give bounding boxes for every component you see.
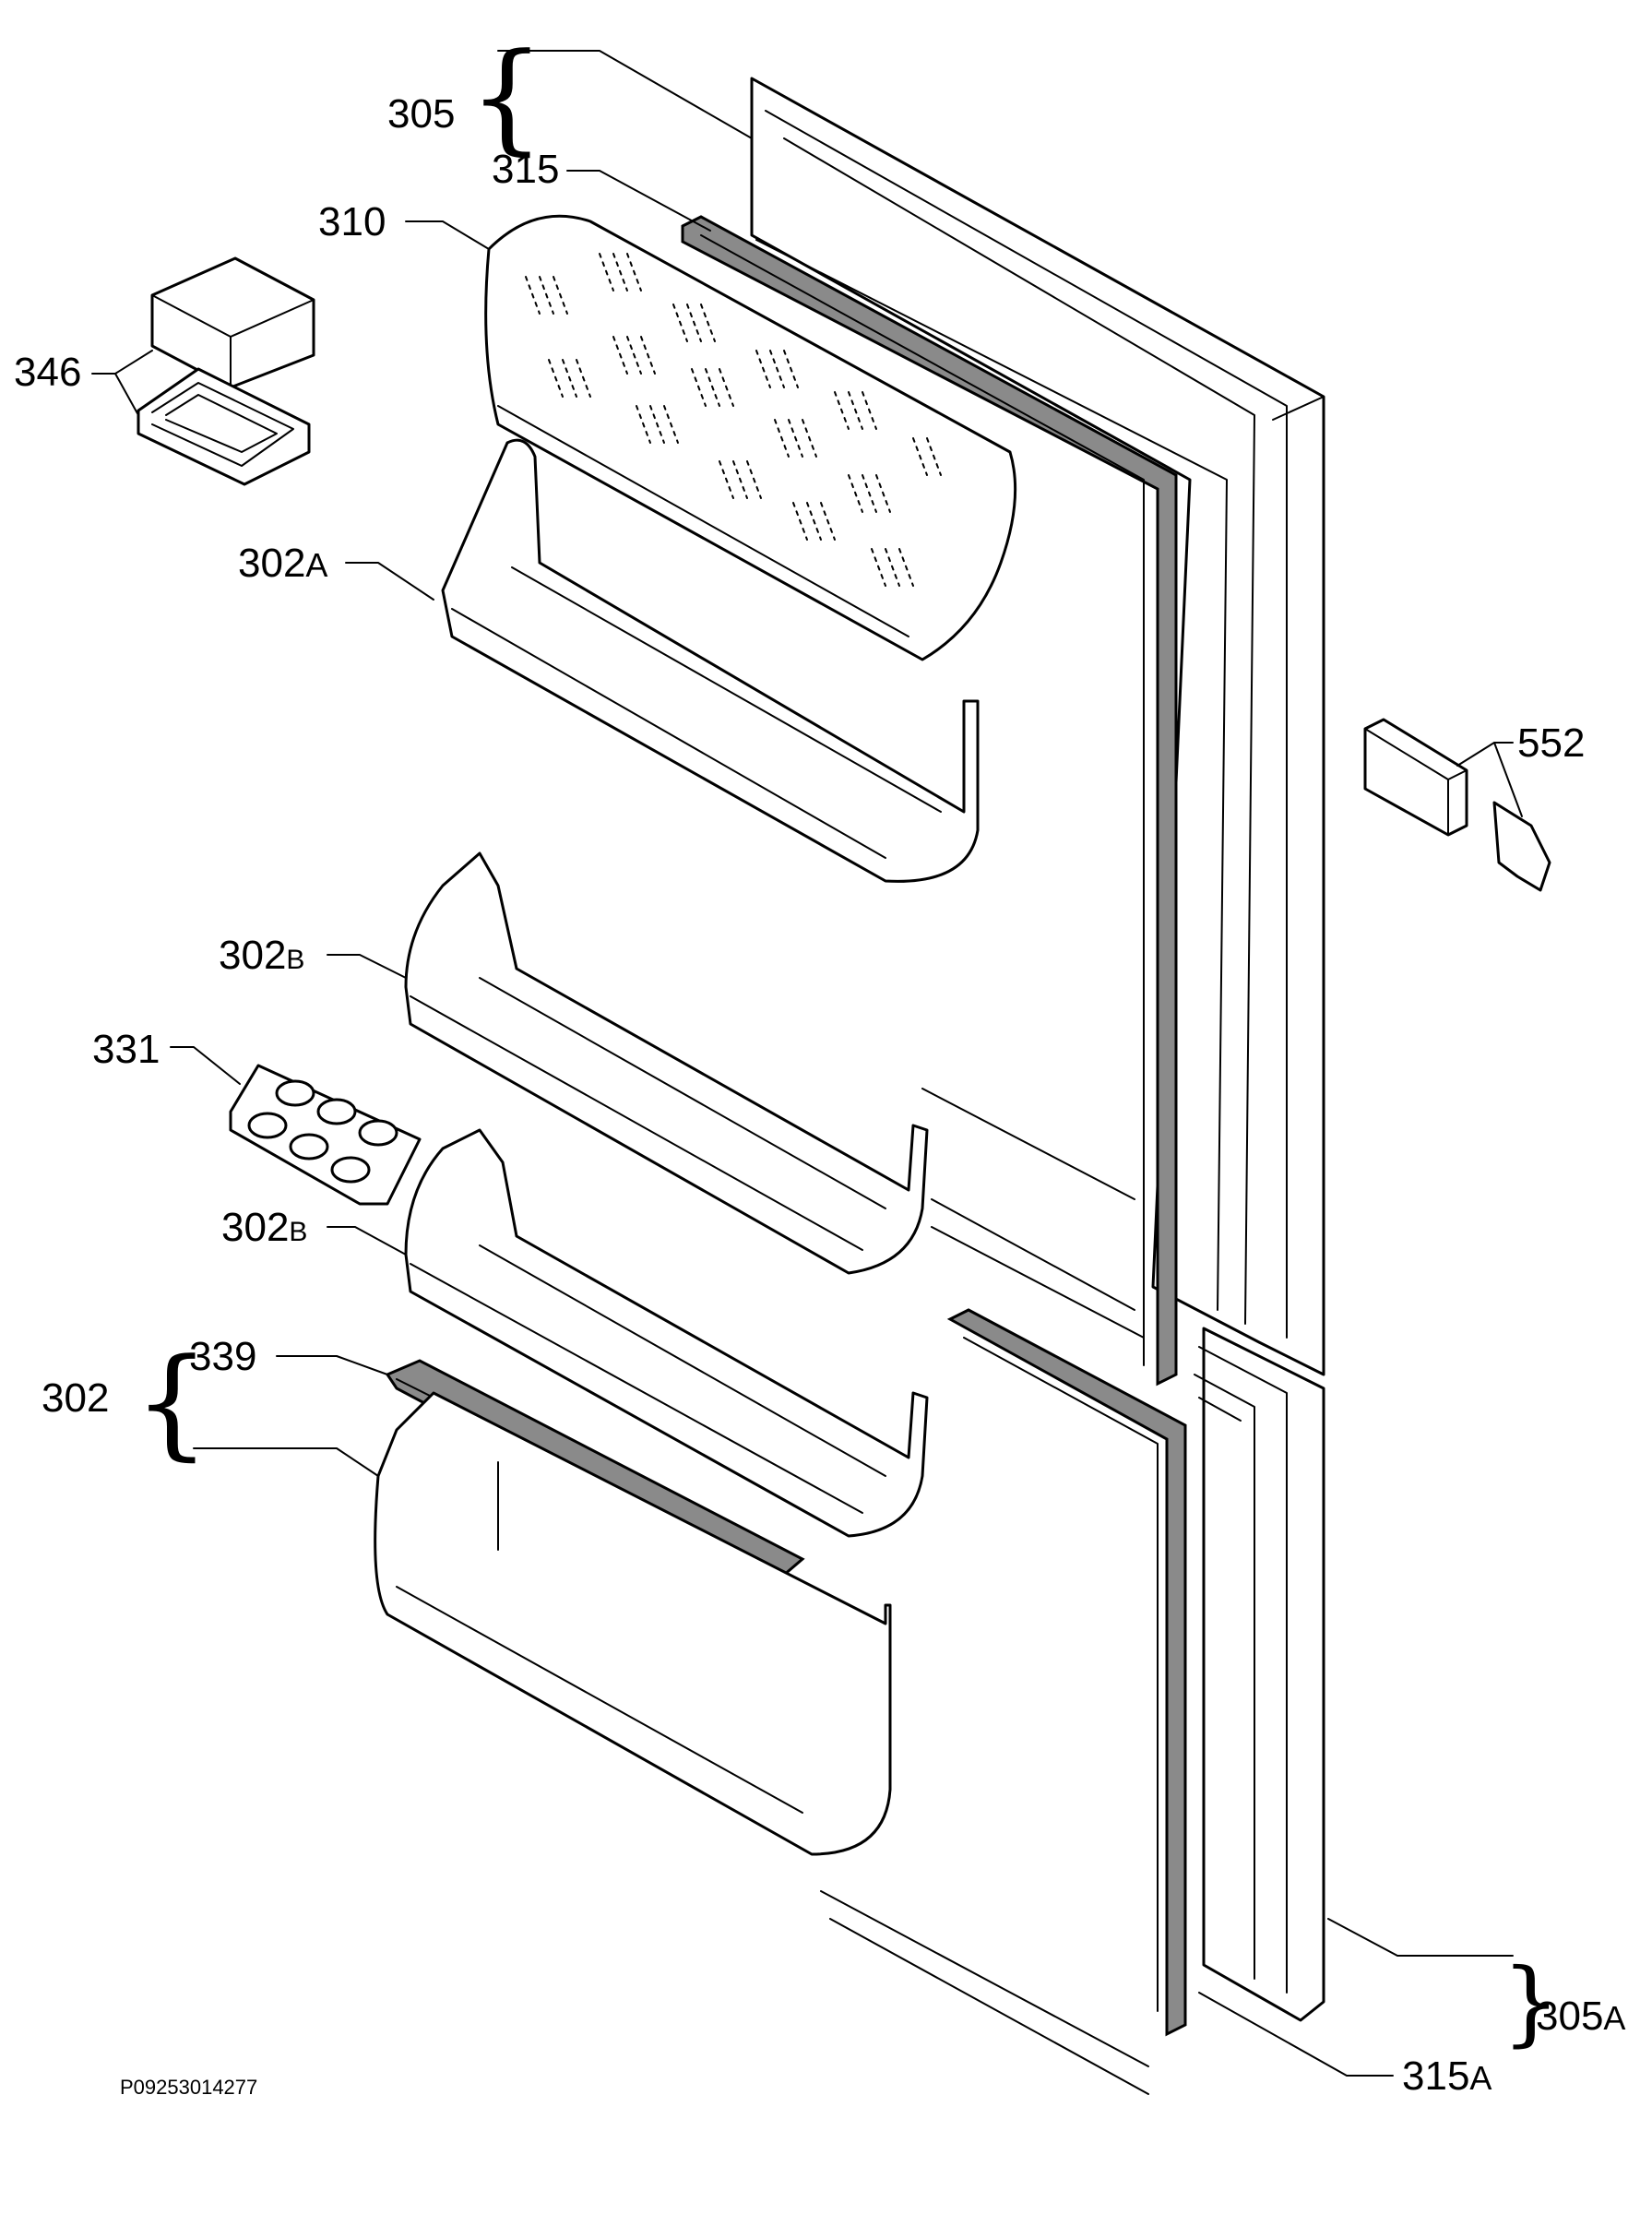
drawing-code: P09253014277 bbox=[120, 2076, 257, 2099]
part-346-container bbox=[137, 256, 315, 486]
label-310: 310 bbox=[318, 199, 386, 244]
part-331-egg-tray bbox=[229, 1064, 422, 1206]
part-302b-lower-shelf bbox=[404, 1128, 929, 1538]
label-346: 346 bbox=[14, 350, 81, 395]
part-302-bottom-bin bbox=[374, 1391, 892, 1856]
label-305: 305 bbox=[387, 91, 455, 137]
lower-door-frame bbox=[1194, 1327, 1325, 2022]
label-302b-upper: 302B bbox=[219, 933, 304, 978]
brace-302: { bbox=[134, 1332, 210, 1472]
part-labels: 305 { 315 310 346 302A 552 302B 331 302B… bbox=[14, 27, 1625, 2099]
label-339: 339 bbox=[189, 1334, 256, 1379]
leader-lines bbox=[91, 50, 1523, 2077]
label-305a: 305A bbox=[1536, 1994, 1625, 2039]
label-302a: 302A bbox=[238, 541, 327, 586]
part-552-hinge bbox=[1363, 718, 1551, 892]
label-552: 552 bbox=[1517, 720, 1585, 766]
upper-door-frame bbox=[750, 77, 1325, 1376]
label-315a: 315A bbox=[1402, 2053, 1492, 2099]
part-302a-shelf bbox=[441, 438, 980, 883]
vent-pattern bbox=[525, 253, 942, 587]
brace-305a: } bbox=[1502, 1948, 1561, 2056]
lower-door-gasket bbox=[820, 1308, 1187, 2095]
label-302: 302 bbox=[42, 1375, 109, 1421]
label-315: 315 bbox=[492, 147, 559, 192]
part-302b-upper-shelf bbox=[404, 851, 929, 1275]
label-302b-lower: 302B bbox=[221, 1205, 307, 1250]
label-331: 331 bbox=[92, 1027, 160, 1072]
upper-door-gasket bbox=[681, 215, 1178, 1387]
brace-305: { bbox=[469, 27, 545, 167]
part-310-cover bbox=[484, 214, 1017, 661]
